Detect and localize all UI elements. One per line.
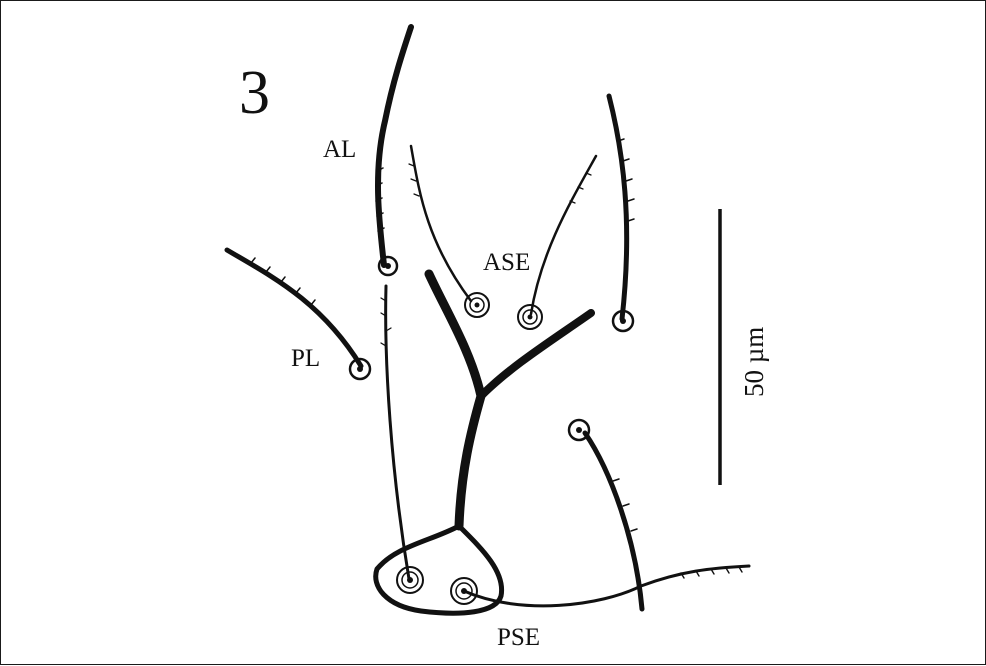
socket-ase-left bbox=[465, 293, 489, 317]
label-al: AL bbox=[323, 136, 356, 163]
socket-pse-right bbox=[451, 578, 477, 604]
label-ase: ASE bbox=[483, 249, 530, 276]
seta-pse bbox=[464, 566, 749, 606]
y-ridge bbox=[429, 274, 481, 526]
figure-number: 3 bbox=[239, 59, 270, 127]
seta-ase-right bbox=[531, 156, 596, 314]
seta-central bbox=[386, 286, 409, 579]
socket-lower-right bbox=[569, 420, 589, 440]
seta-right-long bbox=[609, 96, 627, 319]
label-pl: PL bbox=[291, 345, 320, 372]
label-pse: PSE bbox=[497, 624, 540, 651]
seta-lower-right bbox=[585, 433, 642, 609]
socket-pse-left bbox=[397, 567, 423, 593]
y-ridge-arm bbox=[481, 313, 591, 396]
pse-loop bbox=[376, 526, 502, 613]
scale-bar-label: 50 µm bbox=[739, 327, 769, 397]
seta-ase-left bbox=[411, 146, 471, 301]
socket-ase-right bbox=[518, 305, 542, 329]
